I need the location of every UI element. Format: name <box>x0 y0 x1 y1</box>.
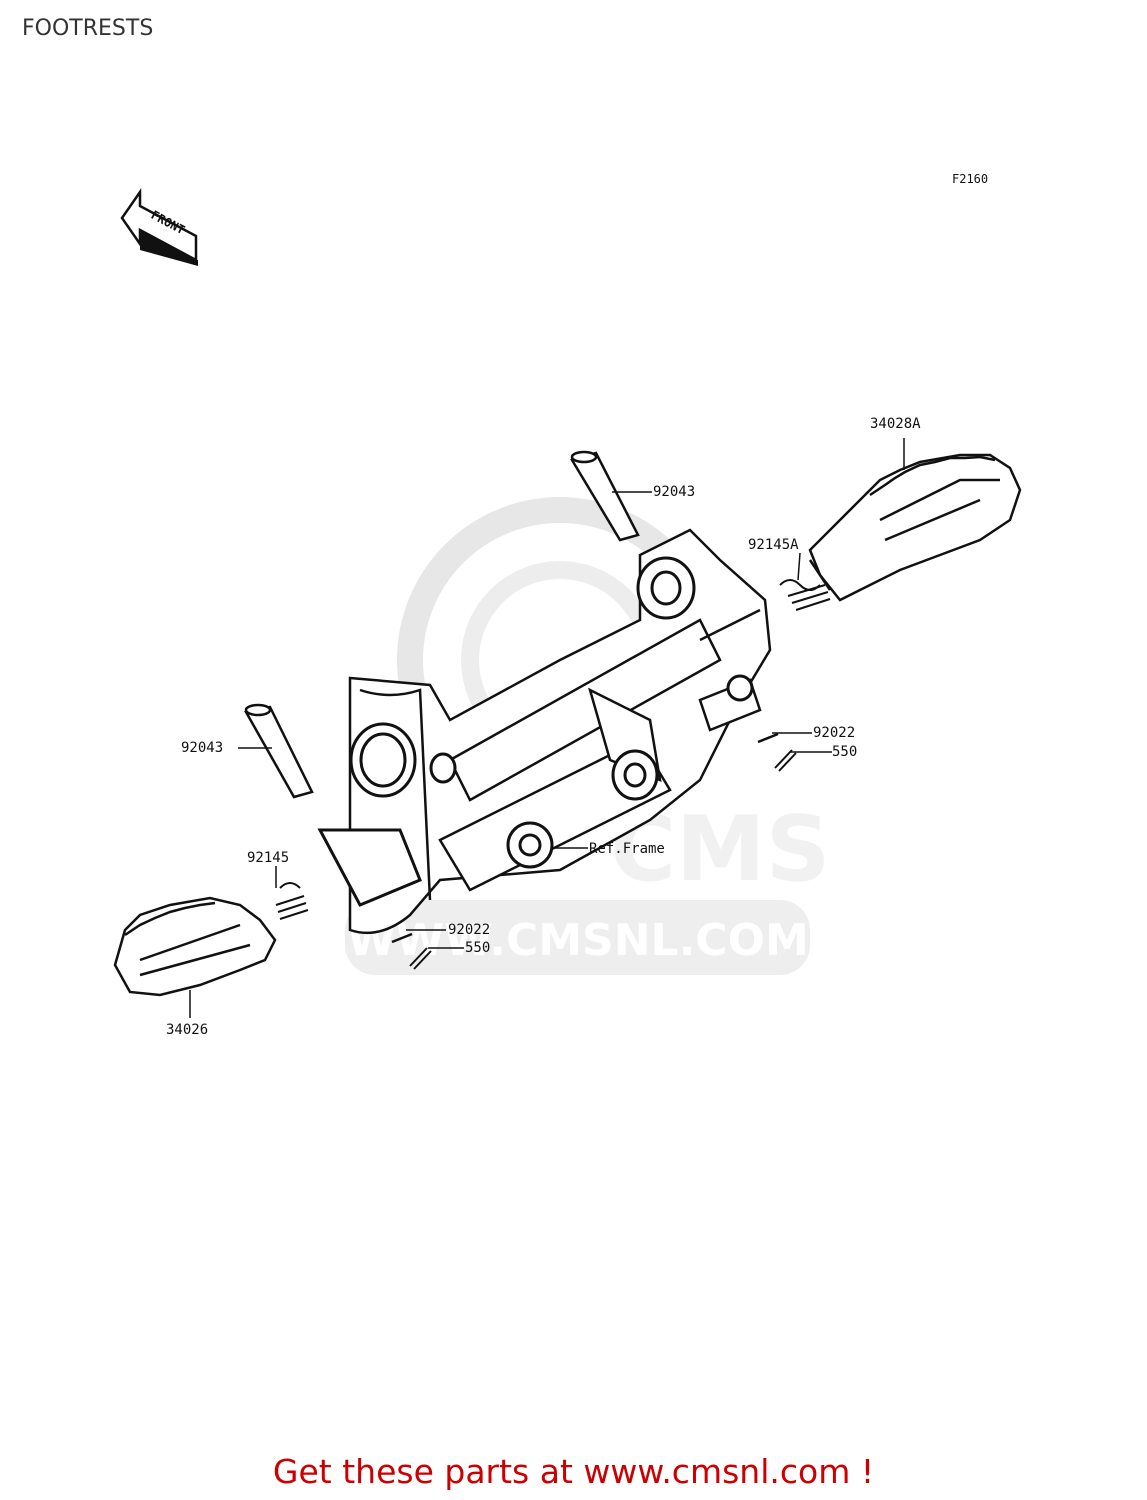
washers <box>409 749 797 970</box>
cotter-pins <box>391 732 779 944</box>
label-spring-left[interactable]: 92145 <box>247 850 290 866</box>
page-title: FOOTRESTS <box>22 16 154 41</box>
footrest-right-part <box>808 453 1022 602</box>
label-cotter-right[interactable]: 92022 <box>813 725 856 741</box>
label-washer-right[interactable]: 550 <box>832 744 858 760</box>
footer-cta-link[interactable]: Get these parts at www.cmsnl.com ! <box>272 1452 875 1491</box>
spring-left-part <box>275 882 309 920</box>
label-pin-right[interactable]: 92043 <box>653 484 696 500</box>
label-frame-ref[interactable]: Ref.Frame <box>589 841 665 857</box>
label-spring-right[interactable]: 92145A <box>748 537 799 553</box>
label-footrest-right[interactable]: 34028A <box>870 416 921 432</box>
spring-right-part <box>779 579 831 611</box>
pin-left-part <box>244 703 314 799</box>
label-washer-left[interactable]: 550 <box>465 940 491 956</box>
frame-bosses <box>317 556 754 907</box>
label-footrest-left[interactable]: 34026 <box>166 1022 209 1038</box>
leader-lines <box>189 438 905 1018</box>
footrest-left-part <box>113 896 277 997</box>
figure-code: F2160 <box>952 172 989 186</box>
pin-right-part <box>570 450 640 542</box>
label-pin-left[interactable]: 92043 <box>181 740 224 756</box>
label-cotter-left[interactable]: 92022 <box>448 922 491 938</box>
front-direction-icon: FRONT <box>120 187 198 266</box>
